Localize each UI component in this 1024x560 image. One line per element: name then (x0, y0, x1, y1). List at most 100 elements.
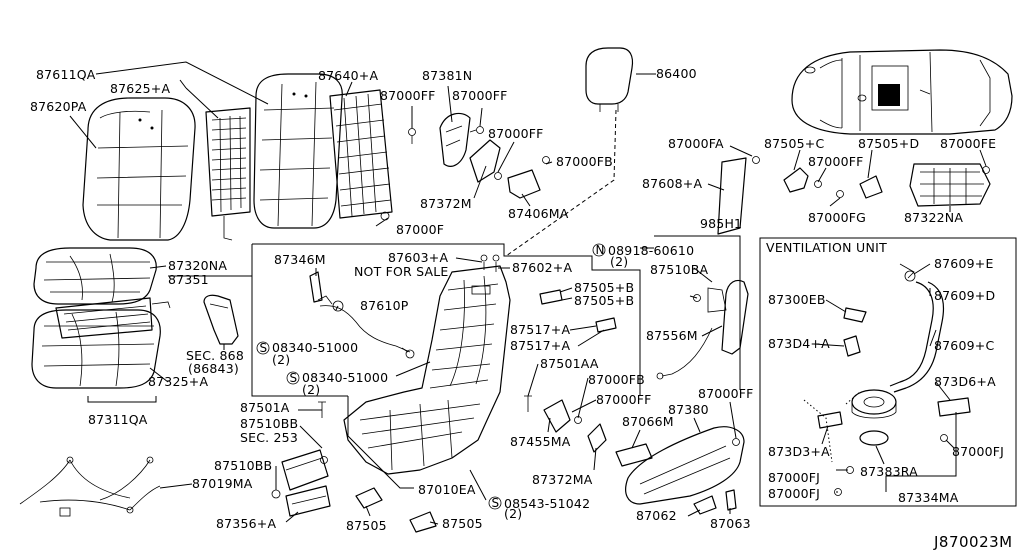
label-87609E: 87609+E (934, 256, 994, 271)
label-87640A: 87640+A (318, 68, 378, 83)
label-87505: 87505 (346, 518, 387, 533)
label-87372MA: 87372MA (532, 472, 593, 487)
headrest-86400 (585, 47, 634, 112)
svg-text:S: S (492, 496, 500, 510)
label-87010EA: 87010EA (418, 482, 476, 497)
svg-text:N: N (596, 243, 605, 257)
bracket-87505C (783, 167, 809, 193)
label-87517A: 87517+A (510, 338, 570, 353)
label-87608A: 87608+A (642, 176, 702, 191)
label-87325A: 87325+A (148, 374, 208, 389)
seat-heater-mat-87625A (205, 107, 251, 241)
seat-back-pad-87620PA (82, 97, 196, 241)
label-87510BA: 87510BA (650, 262, 709, 277)
label-87000FF: 87000FF (380, 88, 436, 103)
ventilation-unit-box (759, 237, 1017, 507)
label-87602A: 87602+A (512, 260, 572, 275)
label-87505B: 87505+B (574, 280, 634, 295)
label-87505: 87505 (442, 516, 483, 531)
seat-back-spring-87640A (329, 89, 393, 221)
label-87383RA: 87383RA (860, 464, 918, 479)
bracket-87406MA (507, 169, 541, 199)
label-87455MA: 87455MA (510, 434, 571, 449)
part-labels: 87611QA 87625+A 87620PA 87640+A 87381N 8… (30, 66, 1013, 551)
back-board-87608A (717, 157, 747, 235)
ventilation-duct-87609D (889, 270, 945, 393)
not-for-sale-text: NOT FOR SALE (354, 264, 448, 279)
label-87062: 87062 (636, 508, 677, 523)
label-87611QA: 87611QA (36, 67, 96, 82)
car-top-view-icon (791, 49, 1013, 135)
seat-frame-87010EA (343, 265, 511, 475)
leader-lines (69, 61, 987, 525)
bracket-87505D (859, 175, 883, 199)
label-87066M: 87066M (622, 414, 674, 429)
seat-frame-group-box (251, 243, 641, 397)
ventilation-unit-title: VENTILATION UNIT (766, 240, 887, 255)
label-08543-51042: 08543-51042 (504, 496, 590, 511)
label-87625A: 87625+A (110, 81, 170, 96)
label-873D4A: 873D4+A (768, 336, 830, 351)
label-87000FJ: 87000FJ (768, 486, 820, 501)
label-87000FJ: 87000FJ (952, 444, 1004, 459)
label-08918-60610: 08918-60610 (608, 243, 694, 258)
label-sec-868: SEC. 868 (186, 348, 244, 363)
label-87000FE: 87000FE (940, 136, 996, 151)
label-87334MA: 87334MA (898, 490, 959, 505)
label-87063: 87063 (710, 516, 751, 531)
label-87000FF: 87000FF (488, 126, 544, 141)
cover-87455MA (543, 399, 571, 433)
label-87609D: 87609+D (934, 288, 995, 303)
wire-harness-87019MA (19, 456, 161, 517)
label-87406MA: 87406MA (508, 206, 569, 221)
label-87510BB: 87510BB (214, 458, 272, 473)
bracket-87356A (285, 485, 331, 517)
label-985H1: 985H1 (700, 216, 742, 231)
cover-87372M (469, 139, 501, 183)
sensor-873D6A (937, 397, 971, 417)
label-qty: (2) (302, 382, 320, 397)
diagram-reference: J870023M (933, 533, 1013, 551)
label-86400: 86400 (656, 66, 697, 81)
label-87501A: 87501A (240, 400, 290, 415)
label-sec-253: SEC. 253 (240, 430, 298, 445)
knob-87063 (725, 489, 737, 511)
label-873D3A: 873D3+A (768, 444, 830, 459)
s-screw-icon: S (488, 496, 502, 510)
side-finisher-87380 (625, 426, 745, 505)
label-87356A: 87356+A (216, 516, 276, 531)
label-87372M: 87372M (420, 196, 472, 211)
label-87505C: 87505+C (764, 136, 824, 151)
svg-text:S: S (260, 341, 268, 355)
label-87311QA: 87311QA (88, 412, 148, 427)
label-87000FJ: 87000FJ (768, 470, 820, 485)
s-screw-icon: S (256, 341, 270, 355)
label-87381N: 87381N (422, 68, 472, 83)
label-87000FF: 87000FF (808, 154, 864, 169)
label-87000FB: 87000FB (588, 372, 645, 387)
label-87505B: 87505+B (574, 293, 634, 308)
label-qty: (2) (504, 506, 522, 521)
label-08340-51000: 08340-51000 (272, 340, 358, 355)
label-87000F: 87000F (396, 222, 444, 237)
svg-text:S: S (290, 371, 298, 385)
seat-back-trim-87611QA (253, 73, 343, 229)
label-87000FA: 87000FA (668, 136, 724, 151)
label-87505D: 87505+D (858, 136, 919, 151)
clip-87300EB (843, 307, 867, 323)
label-87000FG: 87000FG (808, 210, 866, 225)
label-87346M: 87346M (274, 252, 326, 267)
label-87603A: 87603+A (388, 250, 448, 265)
label-sec-868-ref: (86843) (188, 361, 239, 376)
cushion-heater-87325A (55, 297, 171, 339)
motor-87346M (309, 271, 344, 312)
finisher-87372MA (587, 423, 607, 453)
label-87320NA: 87320NA (168, 258, 227, 273)
label-87610P: 87610P (360, 298, 409, 313)
label-87300EB: 87300EB (768, 292, 826, 307)
label-87609C: 87609+C (934, 338, 994, 353)
seat-cushion-trim-87311QA (31, 309, 161, 389)
filter-87383RA (859, 430, 889, 446)
label-87000FB: 87000FB (556, 154, 613, 169)
